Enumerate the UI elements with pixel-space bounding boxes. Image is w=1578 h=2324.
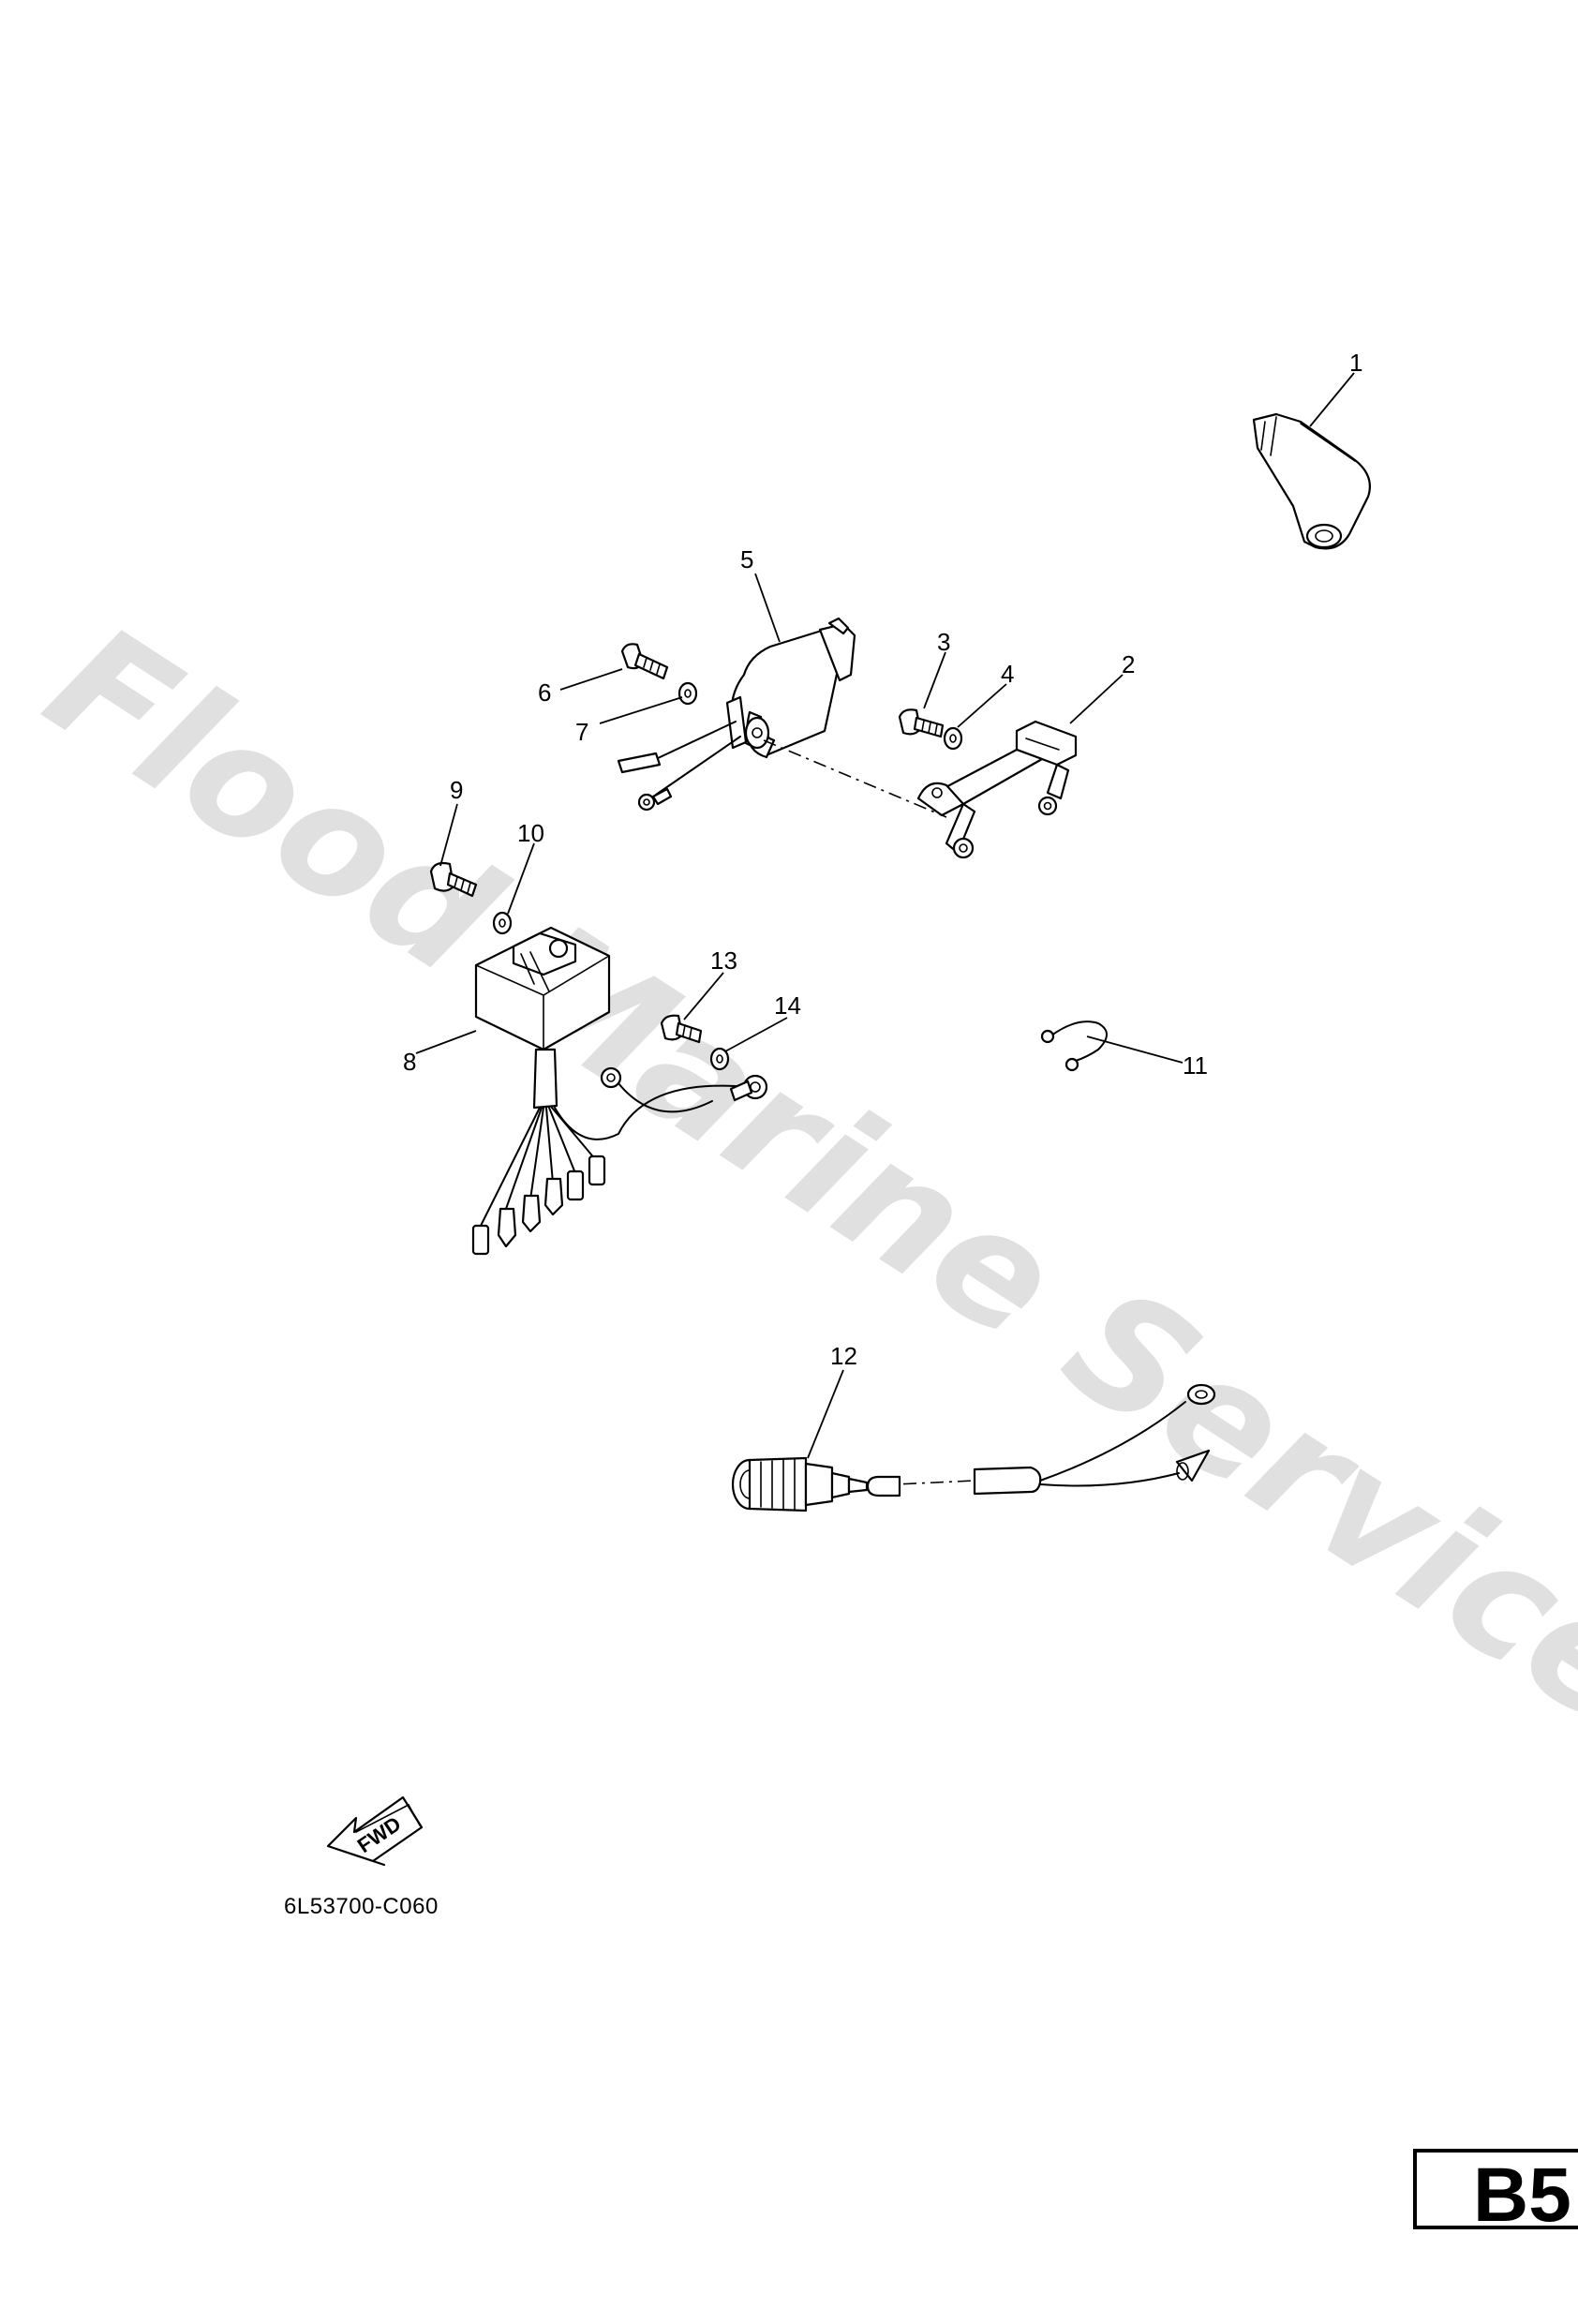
callout-12: 12 bbox=[830, 1342, 857, 1370]
callout-5: 5 bbox=[740, 545, 753, 574]
washer-14-icon bbox=[709, 1047, 730, 1071]
washer-4-icon bbox=[943, 726, 963, 751]
watermark: Flood Marine Services bbox=[17, 589, 1578, 1812]
bolt-9-icon bbox=[429, 861, 478, 898]
page-code: B5 bbox=[1473, 2153, 1571, 2238]
ignition-coil-icon bbox=[617, 617, 856, 812]
callout-9: 9 bbox=[450, 776, 463, 804]
callout-11: 11 bbox=[1183, 1051, 1208, 1080]
callout-13: 13 bbox=[710, 946, 737, 975]
clamp-icon bbox=[1040, 1020, 1108, 1072]
spark-plug-icon bbox=[731, 1383, 1216, 1512]
callout-14: 14 bbox=[774, 991, 801, 1020]
washer-10-icon bbox=[492, 911, 513, 935]
bolt-13-icon bbox=[660, 1014, 703, 1044]
spark-plug-cap-icon bbox=[821, 412, 1371, 639]
callout-7: 7 bbox=[575, 718, 588, 746]
callout-6: 6 bbox=[538, 678, 551, 707]
callout-10: 10 bbox=[517, 819, 544, 847]
screw-6-icon bbox=[620, 643, 669, 680]
cdi-unit-icon bbox=[471, 926, 768, 1256]
callout-4: 4 bbox=[1001, 660, 1014, 688]
fwd-arrow-icon: FWD bbox=[326, 1795, 424, 1867]
leader-lines bbox=[415, 372, 1355, 1459]
callout-1: 1 bbox=[1349, 349, 1362, 377]
drawing-number: 6L53700-C060 bbox=[284, 1894, 439, 1919]
callout-8: 8 bbox=[403, 1048, 416, 1076]
callout-2: 2 bbox=[1122, 650, 1135, 678]
washer-7-icon bbox=[677, 681, 698, 706]
callout-3: 3 bbox=[937, 628, 950, 656]
page-code-box: B5 bbox=[1413, 2149, 1578, 2238]
bracket-icon bbox=[916, 720, 1078, 859]
bolt-3-icon bbox=[898, 708, 945, 738]
